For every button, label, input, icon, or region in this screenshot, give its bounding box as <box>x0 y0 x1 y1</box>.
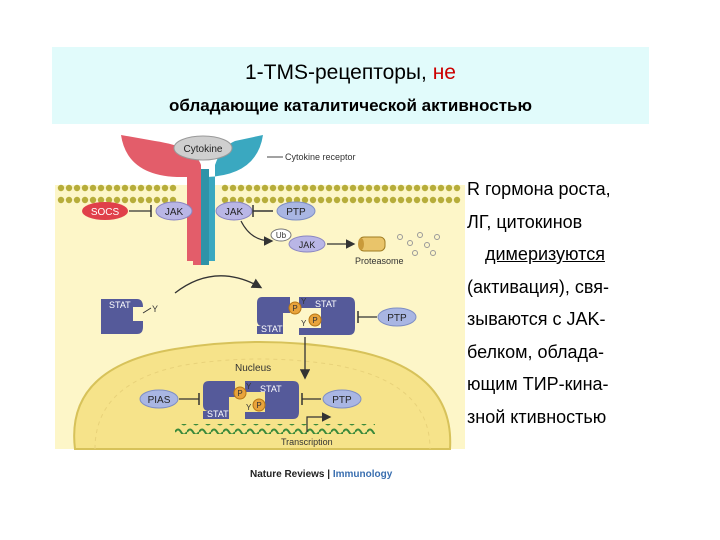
pias-protein <box>139 389 179 409</box>
credit-label: Nature Reviews | Immunology <box>250 469 393 480</box>
y4-label: Y <box>246 403 252 412</box>
cytokine-receptor-label: Cytokine receptor <box>285 152 356 162</box>
ptp-mid-label: PTP <box>387 313 407 324</box>
title-main: 1-TMS-рецепторы, <box>245 61 433 84</box>
side-line-4: (активация), свя- <box>467 276 609 297</box>
stat-nuc-bottom-label: STAT <box>207 409 229 419</box>
title-line-2: обладающие каталитической активностью <box>169 96 532 115</box>
p1-label: P <box>292 304 297 313</box>
p2-label: P <box>312 316 317 325</box>
jak-left <box>155 201 193 221</box>
jak-left-label: JAK <box>165 207 184 218</box>
proteasome-label: Proteasome <box>355 256 404 266</box>
diagram-svg: Cytokine Cytokine receptor SOCS JAK JAK … <box>55 135 465 480</box>
side-description: R гормона роста, ЛГ, цитокинов димеризую… <box>467 173 717 433</box>
side-line-2: ЛГ, цитокинов <box>467 211 583 232</box>
side-line-1: R гормона роста, <box>467 179 611 199</box>
nucleus-label: Nucleus <box>235 363 271 374</box>
title-highlight: не <box>432 61 456 84</box>
nucleus-region <box>73 341 452 450</box>
phospho-2 <box>308 313 322 327</box>
ptp-nucleus <box>322 389 362 409</box>
side-line-5: зываются с JAK- <box>467 309 606 329</box>
stat-dimer-nucleus <box>203 381 299 419</box>
ptp-nuc-label: PTP <box>332 395 352 406</box>
ptp-top-label: PTP <box>286 207 306 218</box>
cytokine-ligand <box>173 135 233 161</box>
stat-left-label: STAT <box>109 300 131 310</box>
pias-label: PIAS <box>148 395 171 406</box>
phospho-4 <box>252 398 266 412</box>
jak-right-label: JAK <box>225 207 244 218</box>
p4-label: P <box>256 401 261 410</box>
y-left-label: Y <box>152 304 158 314</box>
y2-label: Y <box>301 319 307 328</box>
socs-protein <box>82 202 128 220</box>
stat-monomer <box>101 299 143 334</box>
title-box: 1-TMS-рецепторы, не обладающие каталитич… <box>52 47 649 124</box>
socs-label: SOCS <box>91 207 120 218</box>
ptp-mid <box>377 307 417 327</box>
cell-membrane <box>55 184 465 204</box>
jak-stat-pathway-diagram: Cytokine Cytokine receptor SOCS JAK JAK … <box>55 127 465 480</box>
jak-ub-label: JAK <box>299 240 316 250</box>
p3-label: P <box>237 389 242 398</box>
side-line-3: димеризуются <box>485 244 605 264</box>
dna-strand <box>175 424 375 434</box>
ub-label: Ub <box>276 231 287 240</box>
side-line-6: белком, облада- <box>467 341 605 362</box>
stat-dimer-bottom-label: STAT <box>261 324 283 334</box>
side-line-7: ющим ТИР-кина- <box>467 374 609 394</box>
jak-ubiquitinated <box>288 235 326 253</box>
stat-dimer-cytoplasm <box>257 297 355 335</box>
jak-right <box>215 201 253 221</box>
y1-label: Y <box>301 297 307 306</box>
phospho-1 <box>288 301 302 315</box>
stat-dimer-top-label: STAT <box>315 299 337 309</box>
cytokine-receptor <box>121 135 263 265</box>
cytokine-label: Cytokine <box>184 144 223 155</box>
ptp-top <box>276 201 316 221</box>
side-line-8: зной ктивностью <box>467 406 607 427</box>
transcription-label: Transcription <box>281 437 333 447</box>
y3-label: Y <box>246 382 252 391</box>
phospho-3 <box>233 386 247 400</box>
title-line-1: 1-TMS-рецепторы, не <box>52 61 649 85</box>
stat-nuc-top-label: STAT <box>260 384 282 394</box>
